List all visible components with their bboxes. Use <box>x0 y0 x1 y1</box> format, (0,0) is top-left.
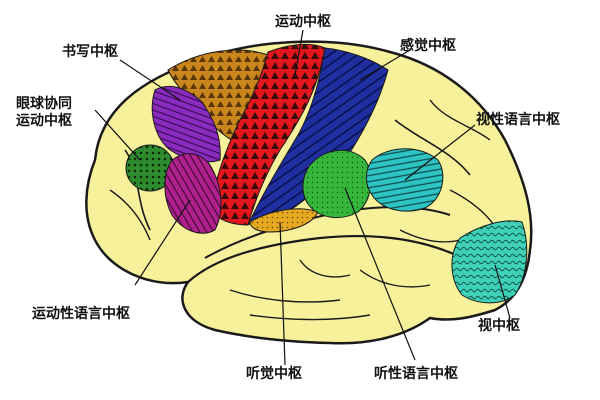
leader-writing <box>119 59 181 101</box>
leader-auditory-language <box>344 187 416 361</box>
leader-auditory <box>279 221 286 366</box>
leader-visual <box>494 264 511 319</box>
leader-visual-language <box>404 124 476 181</box>
leader-eye <box>94 109 141 161</box>
label-eye-coordination-line2: 运动中枢 <box>16 113 72 129</box>
auditory-language-center-region <box>302 149 372 219</box>
frontal-purple-region <box>151 85 221 163</box>
label-visual-language-center: 视性语言中枢 <box>476 112 560 128</box>
visual-language-center-region <box>365 148 444 212</box>
leader-motor-language <box>134 199 191 286</box>
label-motor-center: 运动中枢 <box>275 14 331 30</box>
label-auditory-center: 听觉中枢 <box>246 366 302 382</box>
label-eye-coordination-line1: 眼球协同 <box>16 96 72 112</box>
motor-language-center-region <box>164 153 222 234</box>
label-writing-center: 书写中枢 <box>62 44 118 60</box>
label-auditory-language-center: 听性语言中枢 <box>374 366 458 382</box>
leader-sensory <box>359 49 411 81</box>
auditory-center-region <box>249 208 319 233</box>
label-motor-language-center: 运动性语言中枢 <box>32 306 130 322</box>
label-visual-center: 视中枢 <box>478 318 520 334</box>
leader-motor <box>294 29 304 76</box>
label-eye-coordination: 眼球协同 运动中枢 <box>16 96 72 130</box>
label-sensory-center: 感觉中枢 <box>400 38 456 54</box>
visual-center-region <box>451 220 528 304</box>
